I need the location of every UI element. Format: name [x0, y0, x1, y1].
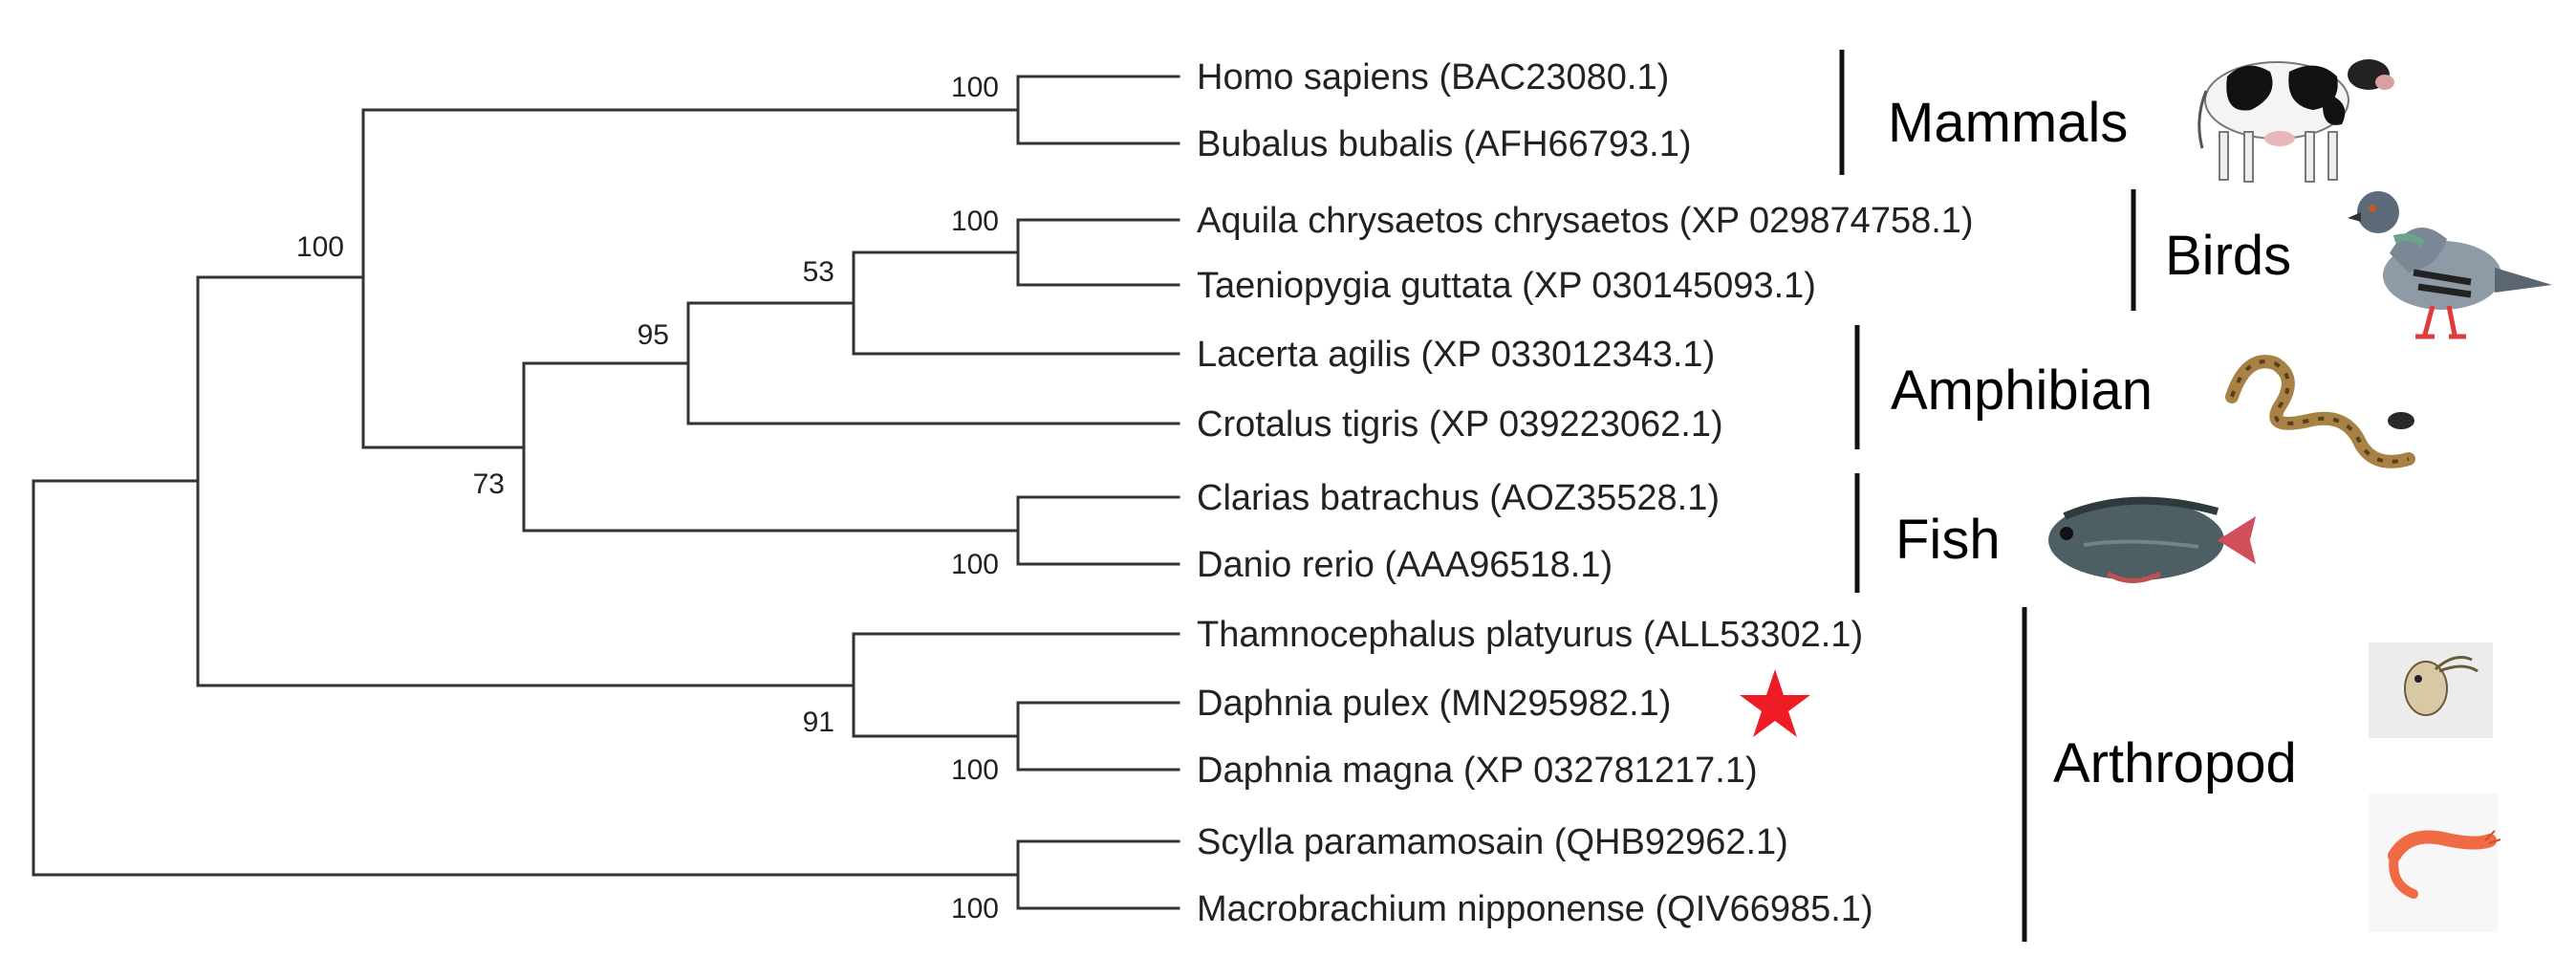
- bootstrap-value: 91: [803, 707, 834, 738]
- snake-icon: [2225, 355, 2415, 468]
- branch-decapod-stem: [32, 479, 1020, 877]
- bootstrap-value: 100: [951, 206, 999, 237]
- taxon-label: Scylla paramamosain (QHB92962.1): [1197, 822, 1788, 862]
- branch-homo-bubalus: [1016, 75, 1180, 145]
- group-label-fish: Fish: [1895, 509, 2001, 571]
- taxon-label: Taeniopygia guttata (XP 030145093.1): [1197, 266, 1816, 306]
- taxon-labels: Homo sapiens (BAC23080.1) Bubalus bubali…: [1197, 57, 1974, 929]
- bootstrap-value: 100: [951, 754, 999, 786]
- taxon-label: Aquila chrysaetos chrysaetos (XP 0298747…: [1197, 201, 1974, 241]
- bootstrap-value: 53: [803, 256, 834, 288]
- group-label-birds: Birds: [2165, 225, 2291, 287]
- bootstrap-value: 73: [473, 468, 505, 500]
- daphnia-icon: [2369, 642, 2493, 738]
- taxon-label: Thamnocephalus platyurus (ALL53302.1): [1197, 615, 1863, 655]
- taxon-label: Bubalus bubalis (AFH66793.1): [1197, 124, 1692, 164]
- bootstrap-value: 100: [951, 893, 999, 925]
- bootstrap-value: 95: [638, 319, 669, 351]
- pigeon-icon: [2348, 191, 2552, 339]
- group-label-mammals: Mammals: [1888, 92, 2128, 154]
- branch-branchiopod-stem: [196, 275, 855, 687]
- branch-fish-stem: [522, 361, 1020, 533]
- branch-clarias-danio: [1016, 495, 1180, 566]
- taxon-label: Daphnia pulex (MN295982.1): [1197, 684, 1671, 724]
- branch-crotalus: [686, 301, 1180, 425]
- red-star-icon: [1740, 669, 1810, 737]
- shrimp-icon: [2369, 794, 2501, 932]
- branch-tetrapod-fish-stem: [361, 108, 526, 449]
- group-labels: Mammals Birds Amphibian Fish Arthropod: [1888, 92, 2297, 794]
- taxon-label: Macrobrachium nipponense (QIV66985.1): [1197, 889, 1873, 929]
- group-label-amphibian: Amphibian: [1891, 359, 2153, 422]
- taxon-label: Danio rerio (AAA96518.1): [1197, 545, 1613, 585]
- branch-lacerta: [852, 250, 1180, 356]
- group-label-arthropod: Arthropod: [2053, 732, 2297, 794]
- group-brackets: [1839, 50, 2136, 942]
- taxon-label: Lacerta agilis (XP 033012343.1): [1197, 335, 1715, 375]
- fish-icon: [2048, 496, 2256, 583]
- tree-branches: [32, 75, 1180, 910]
- branch-thamnocephalus: [852, 632, 1180, 738]
- taxon-label: Clarias batrachus (AOZ35528.1): [1197, 478, 1720, 518]
- branch-daphnia-pair: [1016, 701, 1180, 772]
- cow-icon: [2197, 59, 2394, 183]
- branch-scylla-macrobrachium: [1016, 839, 1180, 910]
- bootstrap-value: 100: [951, 549, 999, 580]
- branch-aquila-taeniopygia: [1016, 218, 1180, 287]
- bootstrap-value: 100: [296, 231, 344, 263]
- taxon-label: Daphnia magna (XP 032781217.1): [1197, 751, 1758, 791]
- taxon-label: Homo sapiens (BAC23080.1): [1197, 57, 1669, 98]
- taxon-label: Crotalus tigris (XP 039223062.1): [1197, 404, 1723, 445]
- bootstrap-value: 100: [951, 72, 999, 103]
- bootstrap-values: 100 100 53 95 100 73 100 91 100 100: [296, 72, 999, 925]
